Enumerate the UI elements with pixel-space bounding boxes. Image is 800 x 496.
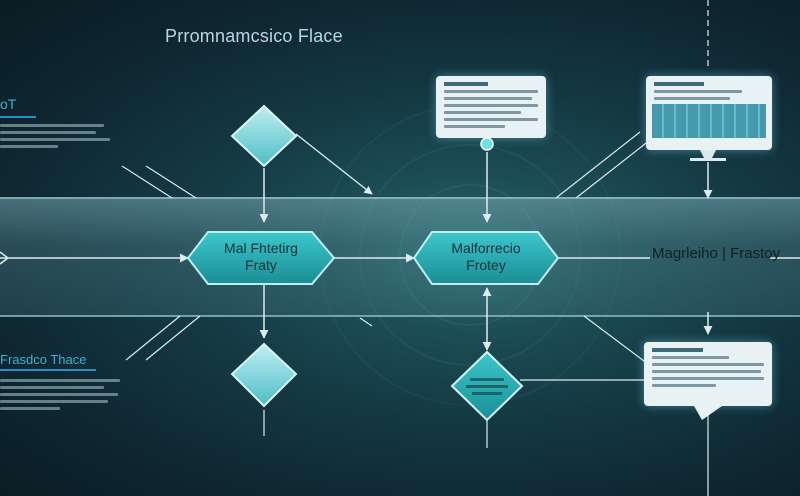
process-node-left-label: Mal Fhtetirg Fraty — [224, 240, 298, 273]
diagonal-line-left-a — [121, 165, 173, 199]
process-node-right-label: Magrleiho | Frastoy — [652, 245, 781, 262]
text-block-top-left — [0, 124, 110, 152]
decision-diamond-top — [230, 104, 298, 168]
diagonal-line-lower-left-b — [145, 315, 201, 361]
diamond-text-lines — [466, 378, 508, 395]
card-pointer-icon — [694, 406, 722, 420]
diagonal-line-left-b — [145, 165, 197, 199]
process-node-center-label: Malforrecio Frotey — [451, 240, 521, 273]
process-band — [0, 197, 800, 317]
decision-diamond-bottom — [230, 342, 298, 408]
info-card-top-center[interactable] — [436, 76, 546, 138]
diagonal-arrow-top — [295, 133, 373, 195]
dashboard-card-top-right[interactable] — [646, 76, 772, 150]
process-node-left-shape — [186, 231, 336, 285]
diagonal-line-lower-right — [583, 315, 649, 365]
process-node-left[interactable]: Mal Fhtetirg Fraty — [190, 240, 332, 274]
process-node-center-shape — [412, 231, 560, 285]
diagonal-line-lower-left-a — [125, 315, 181, 361]
monitor-stand-icon — [700, 150, 716, 158]
tag-top-underline — [0, 116, 36, 118]
tag-top-label: oT — [0, 96, 17, 112]
tag-bottom-label: Frasdco Thace — [0, 352, 87, 367]
diagonal-line-right-b — [575, 139, 651, 199]
diagram-title: Prromnamcsico Flace — [165, 26, 343, 46]
process-node-center[interactable]: Malforrecio Frotey — [416, 240, 556, 274]
diagonal-line-right-a — [555, 131, 641, 199]
connector-dot-icon — [480, 137, 494, 151]
tick-mark-lower — [359, 317, 373, 327]
info-card-bottom-right[interactable] — [644, 342, 772, 406]
text-block-bottom-left — [0, 379, 122, 414]
tag-bottom-underline — [0, 369, 96, 371]
